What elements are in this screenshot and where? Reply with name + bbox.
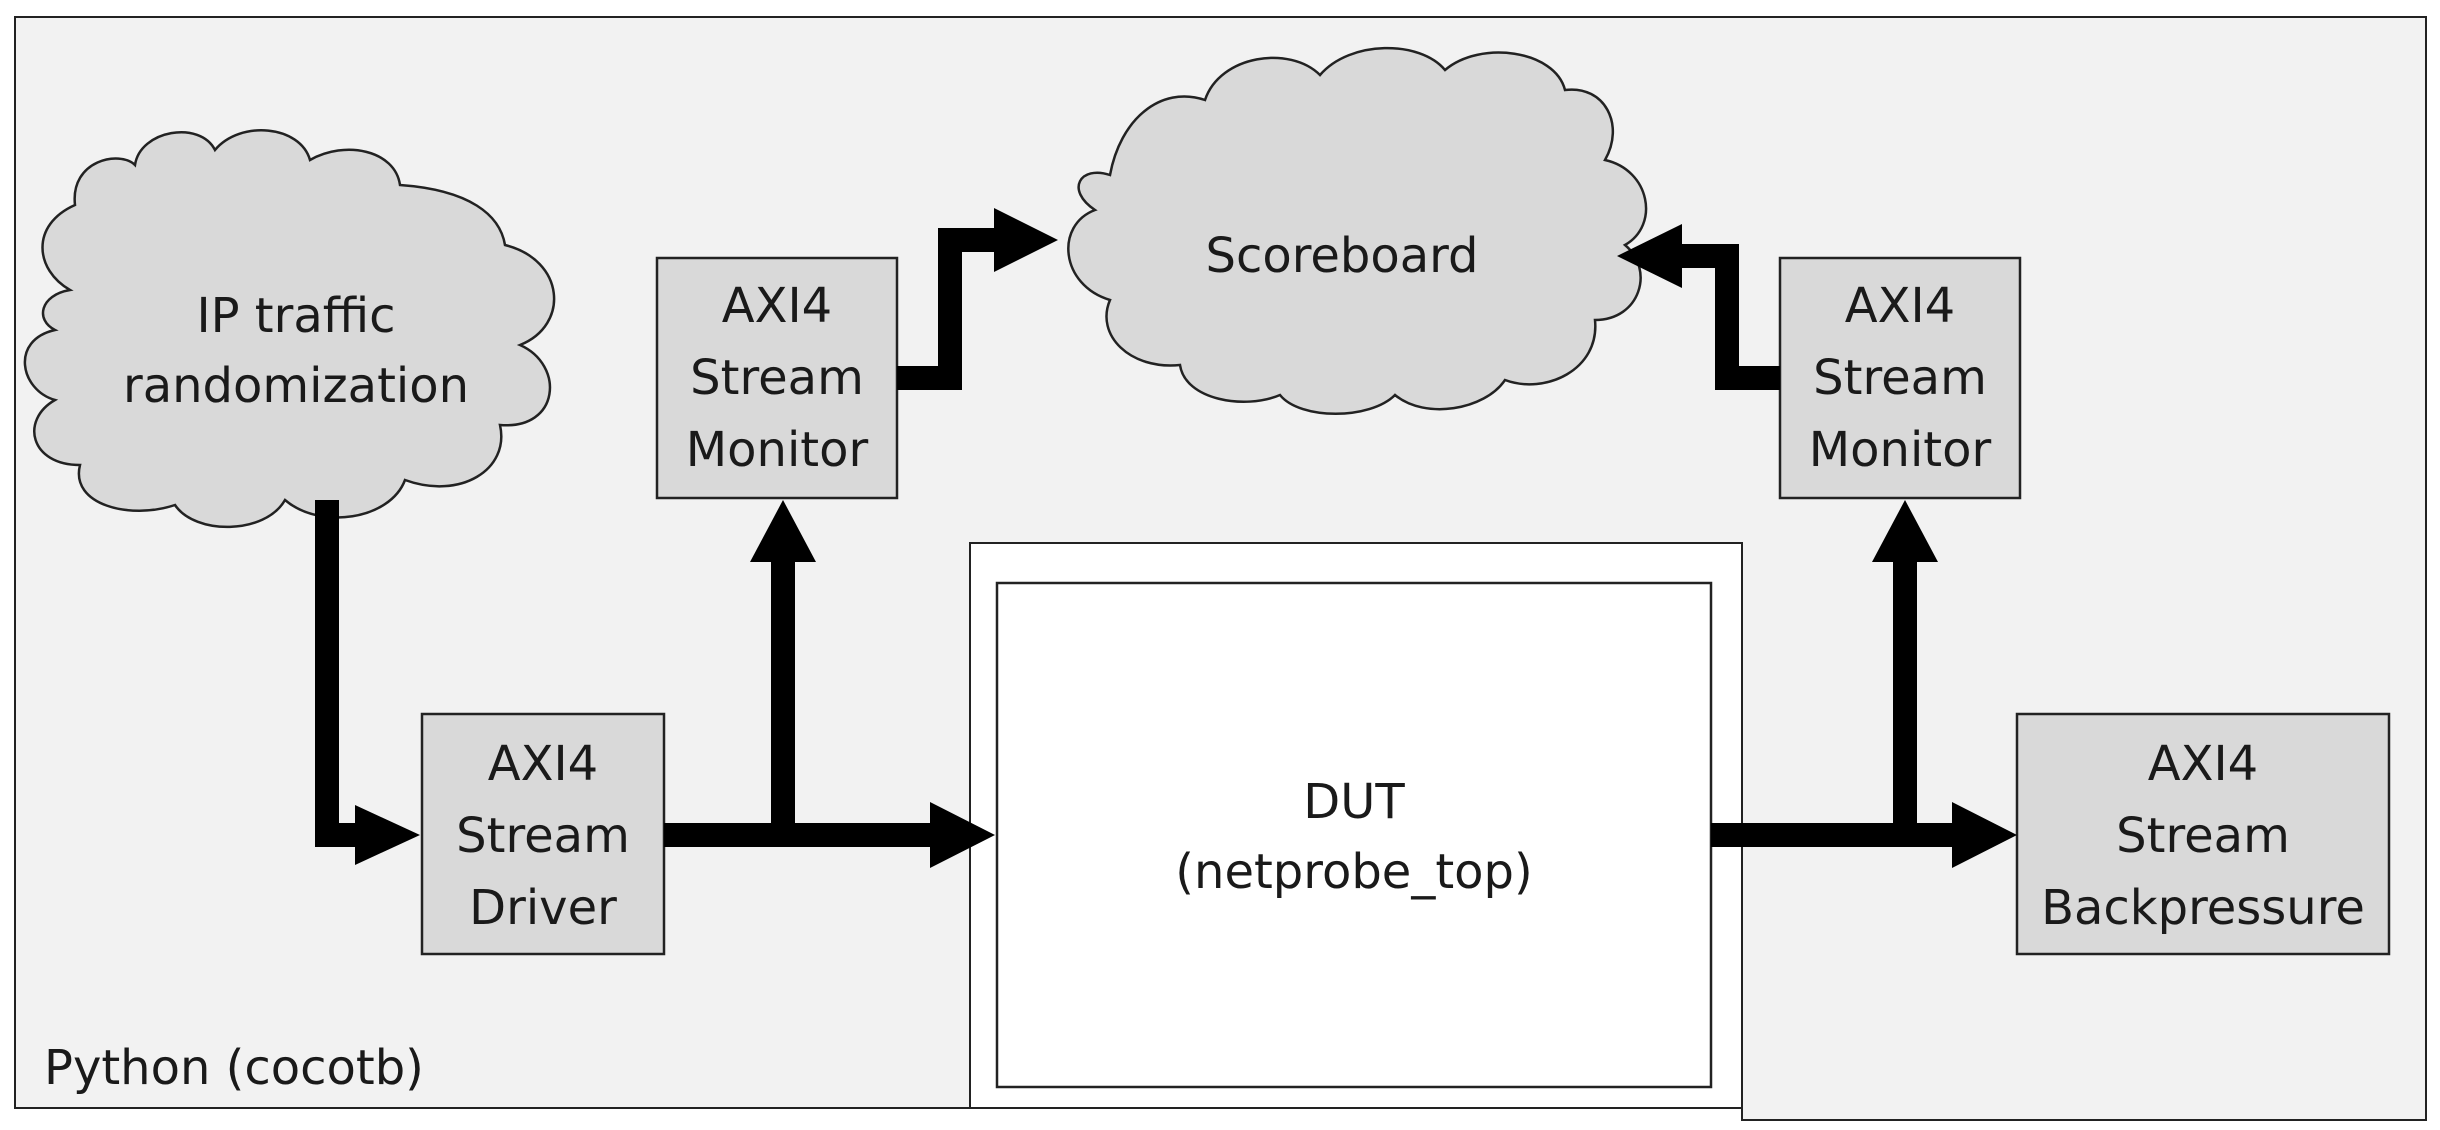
- monitor-out-line1: AXI4: [1845, 278, 1955, 334]
- arrow-traffic-to-driver: [315, 500, 360, 847]
- driver-line1: AXI4: [488, 736, 598, 792]
- arrowhead-monitor-out-to-scoreboard: [1617, 224, 1682, 288]
- arrowhead-monitor-in-to-scoreboard: [994, 208, 1058, 272]
- arrowhead-driver-to-dut: [930, 802, 995, 868]
- monitor-out-line2: Stream: [1813, 350, 1987, 406]
- scoreboard-label: Scoreboard: [1205, 228, 1478, 284]
- backpressure-line3: Backpressure: [2041, 880, 2365, 936]
- monitor-in-box: [655, 256, 899, 500]
- dut-subtitle: (netprobe_top): [1175, 844, 1532, 900]
- ip-traffic-line1: IP traffic: [196, 288, 395, 344]
- backpressure-box: [2015, 712, 2391, 956]
- driver-line3: Driver: [469, 880, 617, 936]
- arrowhead-dut-to-backpressure: [1952, 802, 2017, 868]
- scoreboard-cloud-shape: [1067, 46, 1648, 415]
- monitor-in-line2: Stream: [690, 350, 864, 406]
- arrowhead-traffic-to-driver: [355, 805, 420, 865]
- arrowhead-tap-to-monitor-out: [1872, 500, 1938, 562]
- arrow-monitor-out-to-scoreboard: [1675, 244, 1780, 390]
- python-environment-label: Python (cocotb): [44, 1040, 424, 1096]
- ip-traffic-line2: randomization: [123, 358, 469, 414]
- monitor-in-line3: Monitor: [686, 422, 869, 478]
- backpressure-line1: AXI4: [2148, 736, 2258, 792]
- dut-box: [995, 581, 1713, 1089]
- monitor-in-line1: AXI4: [722, 278, 832, 334]
- ip-traffic-cloud-shape: [23, 129, 556, 529]
- driver-box: [420, 712, 666, 956]
- monitor-out-box: [1778, 256, 2022, 500]
- arrowhead-tap-to-monitor-in: [750, 500, 816, 562]
- driver-line2: Stream: [456, 808, 630, 864]
- dut-title: DUT: [1303, 774, 1405, 830]
- backpressure-line2: Stream: [2116, 808, 2290, 864]
- monitor-out-line3: Monitor: [1809, 422, 1992, 478]
- connectors: [315, 208, 2017, 868]
- arrow-monitor-in-to-scoreboard: [897, 228, 1000, 390]
